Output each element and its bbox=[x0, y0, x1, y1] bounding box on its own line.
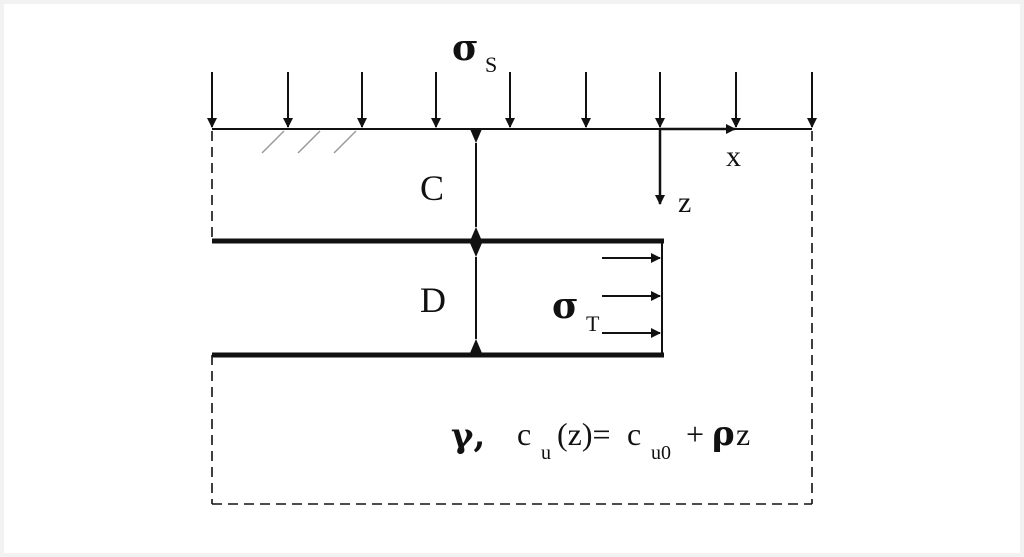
figure-card bbox=[4, 4, 1020, 553]
undrained-strength-subscript: u bbox=[541, 442, 551, 464]
surface-strength-symbol: c bbox=[627, 416, 641, 452]
undrained-strength-symbol: c bbox=[517, 416, 531, 452]
support-pressure-arrows bbox=[602, 253, 661, 338]
diameter-label: D bbox=[420, 280, 446, 320]
strength-gradient-symbol: ρ bbox=[712, 414, 735, 454]
z-axis-label: z bbox=[678, 186, 691, 219]
depth-argument: (z)= bbox=[557, 416, 611, 452]
surface-strength-subscript: u0 bbox=[651, 442, 671, 464]
cover-label: C bbox=[420, 168, 444, 208]
depth-variable: z bbox=[736, 416, 750, 452]
ground-hatch bbox=[261, 130, 357, 154]
surcharge-symbol: σ bbox=[452, 27, 479, 69]
surcharge-subscript: S bbox=[485, 52, 497, 77]
surcharge-arrows bbox=[207, 72, 817, 128]
soil-property-expression: γ, c u (z)= c u0 + ρ z bbox=[451, 414, 750, 464]
soil-domain-boundary bbox=[211, 131, 813, 505]
plus-sign: + bbox=[686, 416, 704, 452]
support-subscript: T bbox=[586, 311, 600, 336]
x-axis-label: x bbox=[726, 140, 741, 173]
support-symbol: σ bbox=[552, 285, 579, 327]
unit-weight-symbol: γ, bbox=[451, 416, 485, 456]
